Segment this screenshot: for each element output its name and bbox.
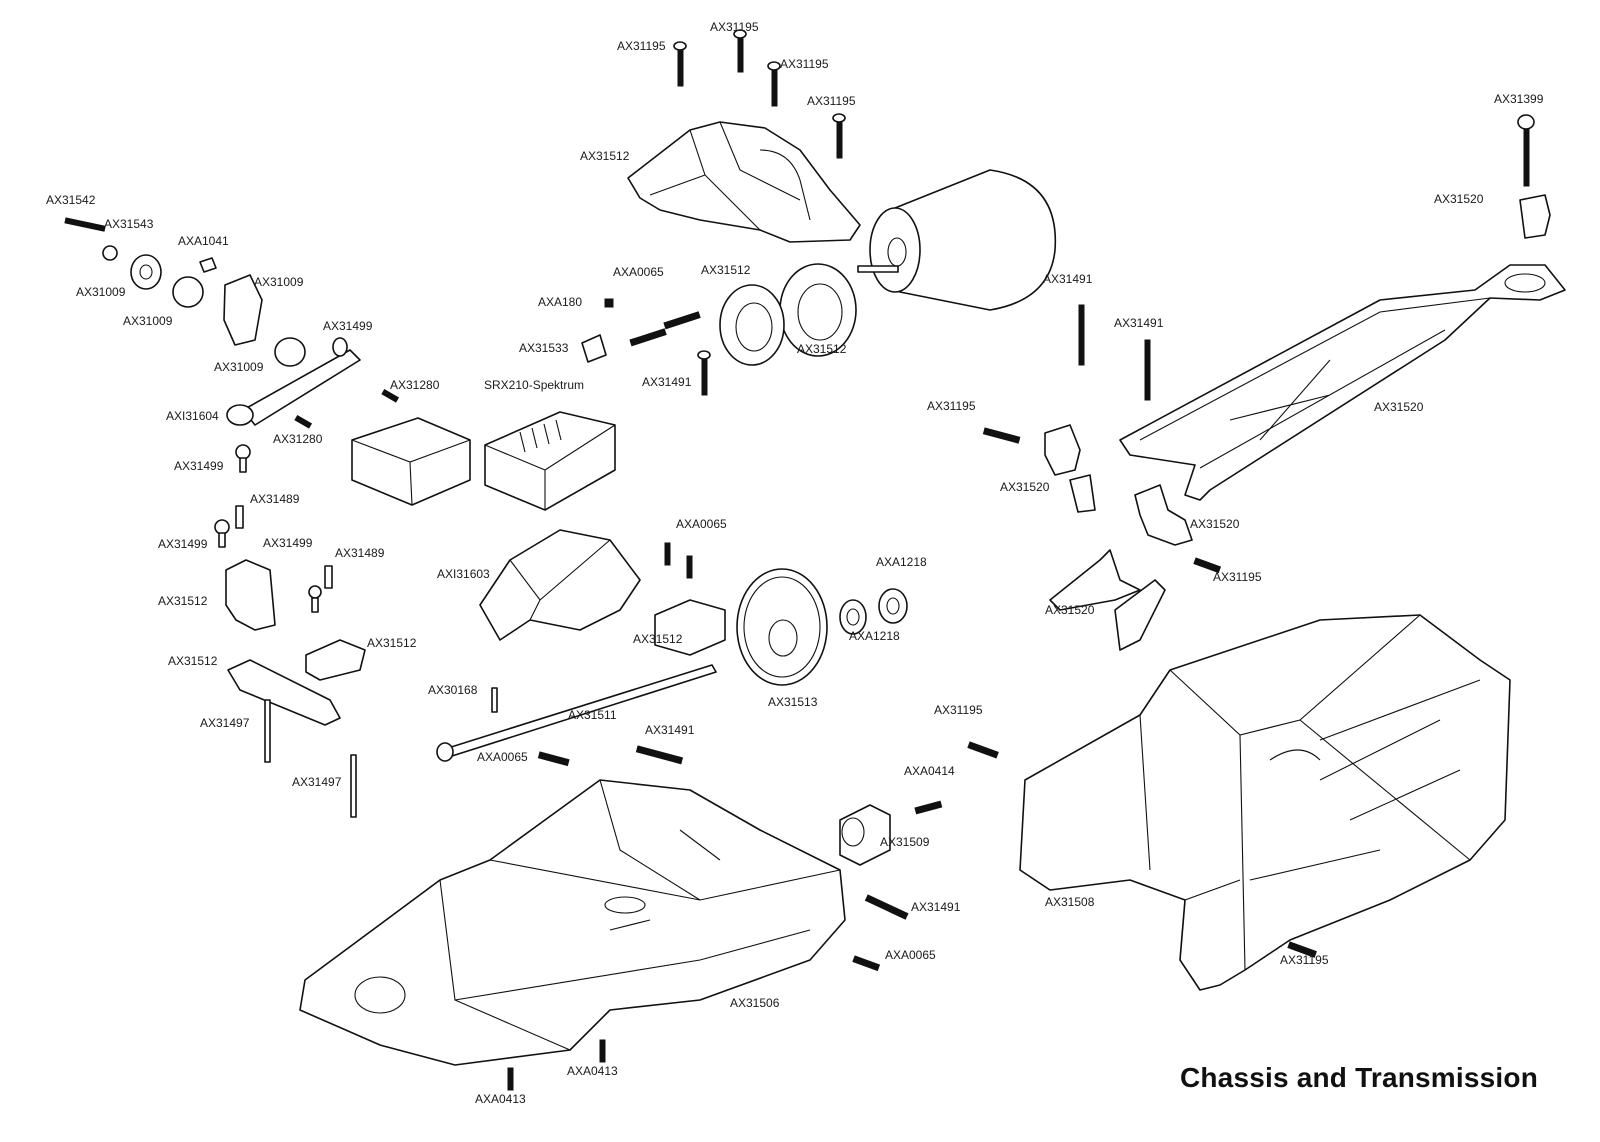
- gear-cover: [627, 121, 861, 243]
- part-label-ax31542: AX31542: [46, 193, 96, 207]
- pinion-and-screws: [581, 298, 711, 396]
- part-label-ax31009: AX31009: [123, 314, 173, 328]
- main-chassis: [299, 779, 846, 1066]
- part-label-ax31512: AX31512: [633, 632, 683, 646]
- part-label-ax31195: AX31195: [780, 57, 829, 71]
- bushing: [839, 804, 891, 866]
- part-label-ax31512: AX31512: [580, 149, 630, 163]
- part-label-ax31009: AX31009: [76, 285, 126, 299]
- part-label-ax31195: AX31195: [617, 39, 666, 53]
- spur-gear-assembly: [654, 568, 908, 686]
- part-label-ax31508: AX31508: [1045, 895, 1095, 909]
- part-label-ax31509: AX31509: [880, 835, 930, 849]
- part-label-ax31520: AX31520: [1190, 517, 1240, 531]
- screw-group-mid: [507, 745, 943, 1091]
- part-label-axa0065: AXA0065: [885, 948, 936, 962]
- part-label-axa1041: AXA1041: [178, 234, 229, 248]
- part-label-axa1218: AXA1218: [849, 629, 900, 643]
- part-label-ax31491: AX31491: [645, 723, 695, 737]
- part-label-ax31491: AX31491: [911, 900, 961, 914]
- part-label-axa0414: AXA0414: [904, 764, 955, 778]
- part-label-ax31195: AX31195: [1280, 953, 1329, 967]
- diagram-title: Chassis and Transmission: [1179, 1062, 1538, 1093]
- part-label-ax31499: AX31499: [323, 319, 373, 333]
- part-label-axa0065: AXA0065: [613, 265, 664, 279]
- part-label-axa0413: AXA0413: [567, 1064, 618, 1078]
- part-label-srx210-spektrum: SRX210-Spektrum: [484, 378, 584, 392]
- part-label-ax31499: AX31499: [158, 537, 208, 551]
- part-label-ax31543: AX31543: [104, 217, 154, 231]
- part-label-ax31513: AX31513: [768, 695, 818, 709]
- part-label-ax31512: AX31512: [797, 342, 847, 356]
- part-label-axa1218: AXA1218: [876, 555, 927, 569]
- part-label-ax31497: AX31497: [292, 775, 342, 789]
- part-label-ax30168: AX30168: [428, 683, 478, 697]
- part-label-ax31399: AX31399: [1494, 92, 1544, 106]
- part-label-ax31512: AX31512: [701, 263, 751, 277]
- receiver: [484, 411, 616, 511]
- part-label-ax31512: AX31512: [168, 654, 218, 668]
- part-labels: AX31195AX31195AX31195AX31195AX31512AX315…: [46, 20, 1544, 1106]
- part-label-axi31603: AXI31603: [437, 567, 490, 581]
- servo: [351, 417, 471, 506]
- motor: [857, 169, 1057, 311]
- screw-group-top: [673, 29, 846, 159]
- part-label-ax31499: AX31499: [263, 536, 313, 550]
- part-label-ax31520: AX31520: [1045, 603, 1095, 617]
- part-label-axa0065: AXA0065: [676, 517, 727, 531]
- part-label-ax31280: AX31280: [273, 432, 323, 446]
- part-label-ax31009: AX31009: [254, 275, 304, 289]
- part-label-ax31491: AX31491: [1043, 272, 1093, 286]
- part-label-ax31195: AX31195: [710, 20, 759, 34]
- part-label-ax31520: AX31520: [1374, 400, 1424, 414]
- rear-cage: [967, 614, 1511, 991]
- part-label-ax31489: AX31489: [250, 492, 300, 506]
- part-label-ax31195: AX31195: [1213, 570, 1262, 584]
- part-label-ax31511: AX31511: [568, 708, 617, 722]
- part-label-axa0413: AXA0413: [475, 1092, 526, 1106]
- part-label-ax31506: AX31506: [730, 996, 780, 1010]
- part-label-ax31195: AX31195: [934, 703, 983, 717]
- servo-mounts: [214, 444, 366, 818]
- steering-parts: [64, 217, 400, 429]
- part-label-ax31533: AX31533: [519, 341, 569, 355]
- mount-blocks-right: [982, 424, 1222, 651]
- part-label-ax31491: AX31491: [1114, 316, 1164, 330]
- part-label-ax31489: AX31489: [335, 546, 385, 560]
- driveshaft: [436, 664, 717, 762]
- part-label-ax31195: AX31195: [807, 94, 856, 108]
- part-label-ax31195: AX31195: [927, 399, 976, 413]
- part-label-axa0065: AXA0065: [477, 750, 528, 764]
- part-label-ax31280: AX31280: [390, 378, 440, 392]
- upper-arm-assembly: [1078, 114, 1566, 501]
- part-label-axi31604: AXI31604: [166, 409, 219, 423]
- electronics-mount: [479, 529, 693, 641]
- part-label-ax31499: AX31499: [174, 459, 224, 473]
- part-label-ax31520: AX31520: [1434, 192, 1484, 206]
- part-label-axa180: AXA180: [538, 295, 582, 309]
- part-label-ax31491: AX31491: [642, 375, 692, 389]
- part-label-ax31520: AX31520: [1000, 480, 1050, 494]
- slipper-plates: [719, 263, 857, 366]
- part-label-ax31512: AX31512: [367, 636, 417, 650]
- part-label-ax31512: AX31512: [158, 594, 208, 608]
- part-label-ax31009: AX31009: [214, 360, 264, 374]
- part-label-ax31497: AX31497: [200, 716, 250, 730]
